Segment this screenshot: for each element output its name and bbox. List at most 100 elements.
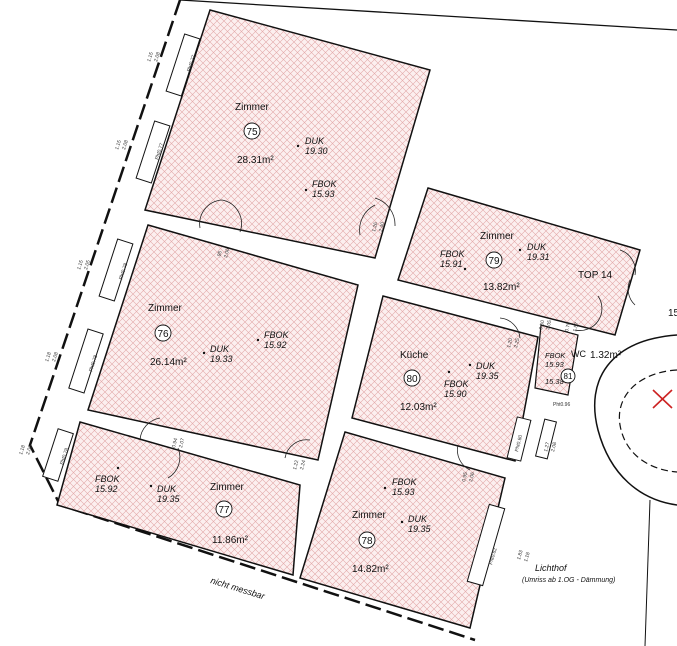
courtyard-inner-circle bbox=[618, 369, 677, 473]
room-76-duk-value: 19.33 bbox=[210, 354, 233, 364]
room-75-level-point bbox=[296, 144, 300, 148]
room-79-number: 79 bbox=[488, 256, 500, 267]
room-75-floor bbox=[144, 9, 431, 259]
room-79-name: Zimmer bbox=[480, 231, 515, 242]
courtyard-edge-line bbox=[644, 499, 651, 646]
room-77-fbok-value: 15.92 bbox=[95, 484, 118, 494]
door-75-76-height: 2.06 bbox=[223, 247, 231, 258]
room-78-number: 78 bbox=[361, 536, 373, 547]
room-79-fbok-point bbox=[463, 267, 467, 271]
room-76-number-circle bbox=[154, 324, 172, 342]
room-77-number: 77 bbox=[218, 505, 230, 516]
window-75b-width: 1.15 bbox=[114, 139, 123, 150]
window-75a-width: 1.15 bbox=[146, 51, 155, 62]
room-75-number: 75 bbox=[246, 127, 258, 138]
door-75-79-height: 2.40 bbox=[378, 221, 386, 232]
room-80-duk-value: 19.35 bbox=[476, 371, 500, 381]
door-80-right-width: 0.50 bbox=[538, 319, 546, 330]
room-75-fbok-label: FBOK bbox=[312, 179, 338, 189]
door-75-79-width: 1.26 bbox=[371, 221, 379, 232]
room-77-fbok-label: FBOK bbox=[95, 474, 121, 484]
room-77-fbok-point bbox=[116, 466, 120, 470]
window-wc-width: 0.70 bbox=[564, 321, 572, 332]
window-78-parapet: Pht0.82 bbox=[488, 547, 499, 565]
door-78-top-height: 2.06 bbox=[468, 471, 476, 482]
room-80-label: Küche 80 DUK 19.35 FBOK 15.90 12.03m² bbox=[400, 350, 500, 413]
room-76-level-point bbox=[202, 351, 206, 355]
room-81-number: 81 bbox=[564, 372, 573, 381]
room-77-level-point bbox=[149, 484, 153, 488]
room-76-fbok-point bbox=[256, 338, 260, 342]
room-81-fbok-label: FBOK bbox=[545, 351, 566, 360]
room-77-number-circle bbox=[215, 500, 233, 518]
room-76-name: Zimmer bbox=[148, 303, 183, 314]
courtyard-circle bbox=[593, 334, 677, 506]
room-75-fbok-value: 15.93 bbox=[312, 189, 335, 199]
window-76a-parapet: Pht0.78 bbox=[118, 262, 129, 280]
room-76-label: Zimmer 76 26.14m² DUK 19.33 FBOK 15.92 bbox=[148, 303, 290, 368]
room-78-area: 14.82m² bbox=[352, 564, 389, 575]
room-79-floor bbox=[397, 187, 641, 336]
room-75-fbok-point bbox=[304, 188, 308, 192]
window-77-parapet: Pht0.78 bbox=[59, 447, 70, 465]
room-75-name: Zimmer bbox=[235, 102, 270, 113]
room-75-duk-value: 19.30 bbox=[305, 146, 328, 156]
room-79-duk-label: DUK bbox=[527, 242, 547, 252]
room-76-floor bbox=[87, 224, 359, 461]
room-79-label: Zimmer FBOK 15.91 79 DUK 19.31 13.82m² T… bbox=[440, 231, 677, 319]
room-78-fbok-value: 15.93 bbox=[392, 487, 415, 497]
courtyard-label: Lichthof bbox=[535, 563, 568, 573]
window-76a-height: 2.05 bbox=[83, 259, 92, 270]
door-78-top-width: 0.95 bbox=[461, 471, 469, 482]
door-swings bbox=[139, 197, 636, 479]
room-77-label: FBOK 15.92 DUK 19.35 Zimmer 77 11.86m² bbox=[95, 466, 249, 546]
room-76-fbok-label: FBOK bbox=[264, 330, 290, 340]
room-78-duk-value: 19.35 bbox=[408, 524, 432, 534]
room-79-fbok-label: FBOK bbox=[440, 249, 466, 259]
not-measurable-label: nicht messbar bbox=[209, 575, 266, 601]
room-80-floor bbox=[351, 295, 539, 462]
room-81-label: FBOK 15.93 15.38 WC 81 1.32m² bbox=[545, 349, 622, 386]
window-wc-parapet: Pht0.96 bbox=[553, 402, 570, 408]
room-78-level-point bbox=[400, 520, 404, 524]
room-76-number: 76 bbox=[157, 329, 169, 340]
door-80-top-height: 2.25 bbox=[513, 337, 521, 348]
room-75-label: Zimmer 75 28.31m² DUK 19.30 FBOK 15.93 bbox=[235, 102, 338, 199]
room-81-area: 1.32m² bbox=[590, 350, 622, 361]
unit-partial-label: 15 bbox=[668, 308, 677, 319]
windows bbox=[42, 33, 558, 587]
room-79-duk-value: 19.31 bbox=[527, 252, 550, 262]
room-78-fbok-point bbox=[383, 486, 387, 490]
courtyard-note: (Umriss ab 1.OG - Dämmung) bbox=[522, 577, 615, 584]
window-77-height: 2.06 bbox=[25, 444, 34, 455]
room-79-fbok-value: 15.91 bbox=[440, 259, 463, 269]
room-75-area: 28.31m² bbox=[237, 155, 274, 166]
room-78-fbok-label: FBOK bbox=[392, 477, 418, 487]
room-80-number: 80 bbox=[406, 374, 418, 385]
window-78-height: 1.18 bbox=[523, 551, 532, 562]
room-79-area: 13.82m² bbox=[483, 282, 520, 293]
room-78-duk-label: DUK bbox=[408, 514, 428, 524]
window-75a-parapet: Pht0.77 bbox=[186, 54, 197, 72]
door-80-right-height: 2.05 bbox=[545, 319, 553, 330]
room-81-number-circle bbox=[560, 368, 576, 384]
room-76-fbok-value: 15.92 bbox=[264, 340, 287, 350]
outer-wall-top bbox=[179, 0, 677, 31]
room-80-name: Küche bbox=[400, 350, 429, 361]
room-79-level-point bbox=[518, 248, 522, 252]
room-76-area: 26.14m² bbox=[150, 357, 187, 368]
unit-label: TOP 14 bbox=[578, 270, 613, 281]
room-79-number-circle bbox=[485, 251, 503, 269]
window-78-width: 1.83 bbox=[516, 549, 525, 560]
door-80-top-width: 1.20 bbox=[506, 337, 514, 348]
door-76-77-height: 2.07 bbox=[178, 437, 186, 448]
courtyard-marker-icon bbox=[652, 389, 673, 409]
room-80-fbok-value: 15.90 bbox=[444, 389, 467, 399]
window-80-height: 2.08 bbox=[550, 441, 558, 452]
door-76-77-width: 0.94 bbox=[171, 437, 179, 448]
window-76b-parapet: Pht0.78 bbox=[88, 354, 99, 372]
window-dimensions: 1.15 2.08 Pht0.77 1.15 2.08 Pht0.77 1.15… bbox=[18, 51, 580, 565]
room-78-label: FBOK 15.93 Zimmer DUK 19.35 78 14.82m² bbox=[352, 477, 432, 575]
room-80-level-point bbox=[468, 363, 472, 367]
